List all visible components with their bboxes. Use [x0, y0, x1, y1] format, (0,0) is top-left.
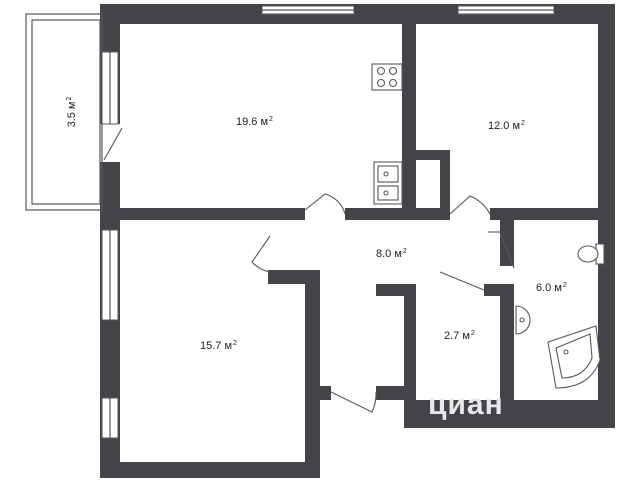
storage-area-label: 2.7 м2	[444, 330, 475, 342]
wall-bottom-right	[404, 400, 615, 428]
door-bathroom	[499, 231, 515, 269]
wall-living-right	[305, 282, 320, 478]
door-storage	[439, 271, 485, 291]
toilet-icon	[577, 243, 605, 265]
door-entrance	[330, 391, 377, 413]
hallway-area-label: 8.0 м2	[376, 248, 407, 260]
wall-bedroom-bottom	[490, 208, 615, 220]
doors	[103, 127, 515, 413]
wall-bath-left-top	[500, 214, 514, 266]
door-living	[251, 235, 271, 273]
shaft-top	[414, 150, 450, 160]
balcony-area-label: 3.5 м2	[66, 96, 78, 128]
sink-icon	[373, 161, 403, 205]
door-kitchen	[304, 193, 346, 215]
windows	[101, 5, 555, 439]
shaft-side	[440, 150, 450, 220]
balcony	[25, 13, 103, 211]
balcony-inner	[31, 19, 101, 205]
bedroom-area-label: 12.0 м2	[488, 120, 525, 132]
wall-kitchen-bottom-right	[345, 208, 449, 220]
balcony-outline	[25, 13, 103, 211]
wall-hall-bottom-stub	[315, 386, 331, 400]
wall-kitchen-bedroom	[402, 4, 416, 220]
walls	[100, 4, 615, 478]
wall-right-lower	[598, 214, 615, 428]
living-room-area-label: 15.7 м2	[200, 340, 237, 352]
bathtub-icon	[547, 325, 601, 389]
door-balcony	[103, 127, 123, 161]
washbasin-icon	[515, 305, 531, 335]
wall-storage-right	[500, 284, 514, 416]
wall-left-mid	[100, 162, 120, 222]
wall-storage-left	[404, 284, 416, 414]
bathroom-area-label: 6.0 м2	[536, 282, 567, 294]
stove-icon	[371, 63, 403, 91]
wall-hall-left-stub	[268, 270, 320, 284]
kitchen-area-label: 19.6 м2	[236, 116, 273, 128]
wall-kitchen-bottom-left	[100, 208, 305, 220]
door-bedroom	[449, 195, 491, 215]
wall-bottom-living	[100, 462, 320, 478]
wall-right-upper	[598, 4, 615, 214]
wall-hall-bottom-right	[376, 386, 416, 400]
